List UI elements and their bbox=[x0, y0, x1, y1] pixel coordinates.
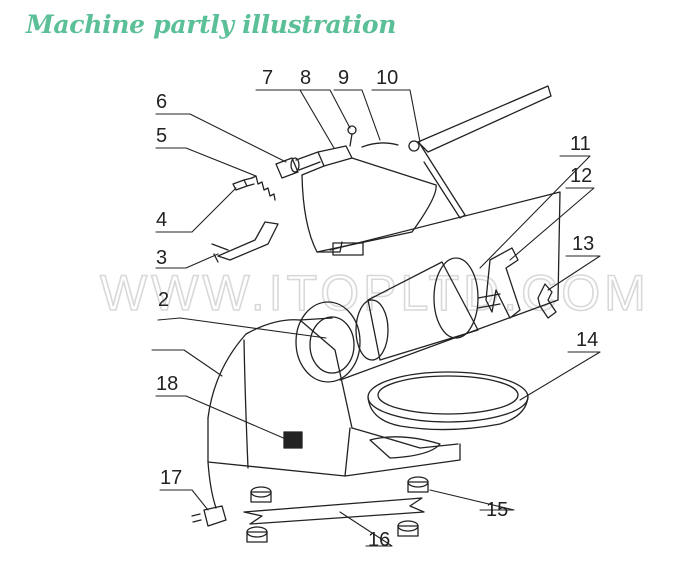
part-13-small-blade bbox=[537, 283, 557, 319]
label-9: 9 bbox=[338, 67, 349, 89]
part-8-pin bbox=[347, 125, 357, 147]
label-18: 18 bbox=[156, 373, 178, 395]
part-14-tray bbox=[367, 371, 529, 431]
label-15: 15 bbox=[486, 499, 508, 521]
part-16-base-plate bbox=[243, 497, 425, 525]
label-3: 3 bbox=[156, 247, 167, 269]
label-14: 14 bbox=[576, 329, 598, 351]
part-3-bracket bbox=[217, 221, 279, 261]
part-4-nozzle bbox=[232, 177, 255, 191]
part-11-cylinder bbox=[355, 257, 501, 361]
watermark: WWW.ITOPLTD.COM bbox=[100, 265, 650, 321]
label-10: 10 bbox=[376, 67, 398, 89]
part-17-plug bbox=[191, 461, 227, 527]
label-13: 13 bbox=[572, 233, 594, 255]
label-7: 7 bbox=[262, 67, 273, 89]
leader-lines bbox=[151, 89, 601, 547]
label-16: 16 bbox=[368, 529, 390, 551]
part-18-switch bbox=[283, 431, 303, 449]
part-15-feet bbox=[246, 476, 429, 543]
part-12-blade bbox=[485, 247, 521, 319]
label-2: 2 bbox=[158, 289, 169, 311]
part-7-cover-hopper bbox=[301, 145, 437, 256]
label-11: 11 bbox=[570, 133, 591, 155]
label-4: 4 bbox=[156, 209, 167, 231]
main-housing bbox=[207, 301, 461, 477]
blade-panel bbox=[329, 191, 561, 381]
label-5: 5 bbox=[156, 125, 167, 147]
label-12: 12 bbox=[570, 165, 592, 187]
part-10-handle-lever bbox=[408, 85, 552, 219]
label-6: 6 bbox=[156, 91, 167, 113]
part-9-spring-wire bbox=[361, 142, 399, 148]
part-6-shaft-cylinder bbox=[275, 151, 321, 179]
part-5-spring bbox=[251, 175, 276, 201]
label-8: 8 bbox=[300, 67, 311, 89]
page-title: Machine partly illustration bbox=[26, 10, 397, 39]
label-17: 17 bbox=[160, 467, 182, 489]
